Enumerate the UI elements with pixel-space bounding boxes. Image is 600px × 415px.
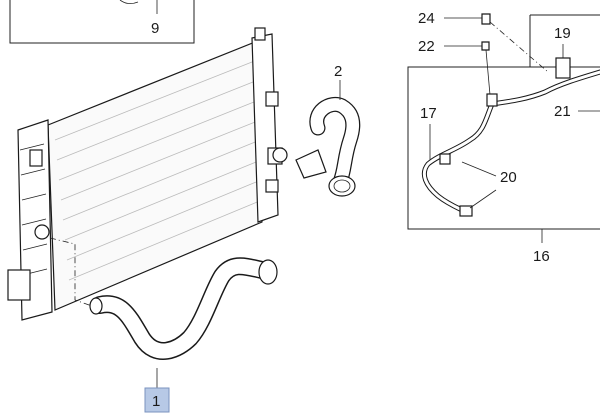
callout-16: 16 (533, 248, 550, 265)
callout-2: 2 (334, 63, 342, 80)
bleed-hose-assembly (421, 57, 600, 217)
lower-hose-1 (49, 237, 278, 360)
inset-box-9 (9, 0, 195, 44)
callout-9: 9 (151, 20, 159, 37)
inset-box-16 (407, 14, 600, 230)
upper-hose-2 (295, 97, 361, 197)
callout-20: 20 (500, 169, 517, 186)
callout-24: 24 (418, 10, 435, 27)
callout-21: 21 (554, 103, 571, 120)
callout-1: 1 (152, 393, 160, 410)
radiator (7, 27, 288, 321)
callout-22: 22 (418, 38, 435, 55)
callout-19: 19 (554, 25, 571, 42)
callout-1-box (144, 387, 170, 413)
callout-17: 17 (420, 105, 437, 122)
